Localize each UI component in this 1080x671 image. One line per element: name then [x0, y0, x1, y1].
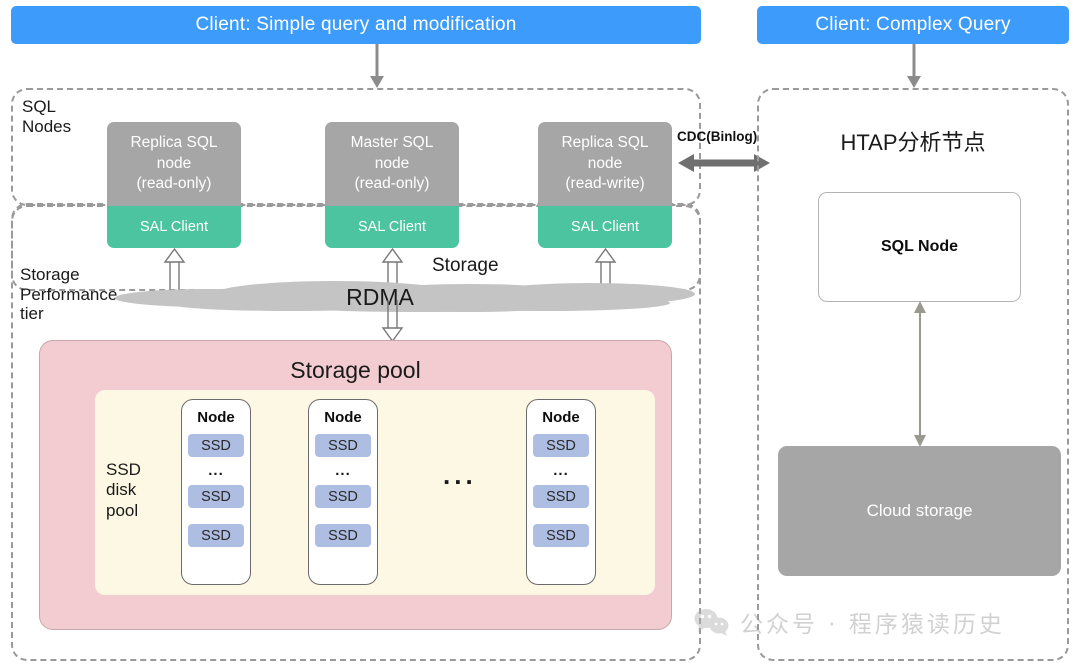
ssd-chip-1-3: SSD: [315, 524, 371, 547]
sal-client-label-0: SAL Client: [140, 219, 208, 235]
disk-node-title-1: Node: [324, 409, 362, 426]
ssd-chip-2-0: SSD: [533, 434, 589, 457]
sql-nodes-label: SQL Nodes: [22, 97, 72, 136]
disk-node-card-2[interactable]: Node SSD ... SSD SSD: [526, 399, 596, 585]
cloud-storage-box[interactable]: Cloud storage: [778, 446, 1061, 576]
ssd-ellipsis-1: ...: [335, 462, 351, 479]
ssd-ellipsis-2: ...: [553, 462, 569, 479]
arrow-client-complex-to-htap: [907, 44, 921, 88]
htap-panel-title: HTAP分析节点: [840, 130, 986, 155]
sql-node-title-1: Master SQL node (read-only): [350, 134, 434, 193]
sal-client-label-2: SAL Client: [571, 219, 639, 235]
sql-node-title-2: Replica SQL node (read-write): [561, 134, 649, 193]
storage-word-text: Storage: [432, 255, 499, 276]
watermark: 公众号 · 程序猿读历史: [694, 605, 1005, 639]
cdc-binlog-label: CDC(Binlog): [677, 129, 758, 144]
ssd-chip-0-3: SSD: [188, 524, 244, 547]
disk-node-title-2: Node: [542, 409, 580, 426]
storage-performance-tier-label: Storage Performance tier: [20, 265, 118, 324]
arrow-sal-client-2-bidirectional: [594, 247, 617, 301]
ssd-disk-pool-label: SSD disk pool: [106, 460, 141, 520]
client-simple-query-label: Client: Simple query and modification: [195, 14, 517, 35]
storage-transport-label: Storage: [432, 255, 499, 277]
sal-client-1[interactable]: SAL Client: [325, 206, 459, 248]
cloud-storage-label: Cloud storage: [866, 501, 973, 520]
htap-panel-container: [757, 88, 1069, 661]
rdma-text: RDMA: [346, 283, 414, 310]
disk-node-title-0: Node: [197, 409, 235, 426]
arrow-rdma-to-storage-pool: [381, 300, 404, 343]
client-complex-query-banner[interactable]: Client: Complex Query: [757, 6, 1069, 44]
sql-node-card-1[interactable]: Master SQL node (read-only): [325, 122, 459, 206]
sql-node-card-0[interactable]: Replica SQL node (read-only): [107, 122, 241, 206]
disk-node-card-1[interactable]: Node SSD ... SSD SSD: [308, 399, 378, 585]
rdma-label: RDMA: [310, 280, 450, 314]
ssd-chip-1-2: SSD: [315, 485, 371, 508]
sal-client-0[interactable]: SAL Client: [107, 206, 241, 248]
sql-node-title-0: Replica SQL node (read-only): [130, 134, 218, 193]
arrow-client-simple-to-nodes: [370, 44, 384, 88]
client-complex-query-label: Client: Complex Query: [815, 14, 1011, 35]
ssd-chip-1-0: SSD: [315, 434, 371, 457]
ssd-chip-0-0: SSD: [188, 434, 244, 457]
watermark-text: 公众号 · 程序猿读历史: [740, 612, 1005, 638]
ssd-chip-2-2: SSD: [533, 485, 589, 508]
sal-client-label-1: SAL Client: [358, 219, 426, 235]
disk-node-card-0[interactable]: Node SSD ... SSD SSD: [181, 399, 251, 585]
wechat-icon: [694, 609, 729, 636]
ssd-chip-0-2: SSD: [188, 485, 244, 508]
ssd-chip-2-3: SSD: [533, 524, 589, 547]
storage-pool-title: Storage pool: [290, 357, 421, 383]
arrow-htap-sqlnode-cloudstorage: [914, 301, 926, 447]
sql-node-card-2[interactable]: Replica SQL node (read-write): [538, 122, 672, 206]
htap-sql-node-label: SQL Node: [880, 238, 959, 255]
disk-nodes-ellipsis: ...: [443, 460, 477, 490]
htap-sql-node[interactable]: SQL Node: [818, 192, 1021, 302]
ssd-ellipsis-0: ...: [208, 462, 224, 479]
arrow-sal-client-0-to-rdma: [163, 247, 186, 296]
client-simple-query-banner[interactable]: Client: Simple query and modification: [11, 6, 701, 44]
sal-client-2[interactable]: SAL Client: [538, 206, 672, 248]
